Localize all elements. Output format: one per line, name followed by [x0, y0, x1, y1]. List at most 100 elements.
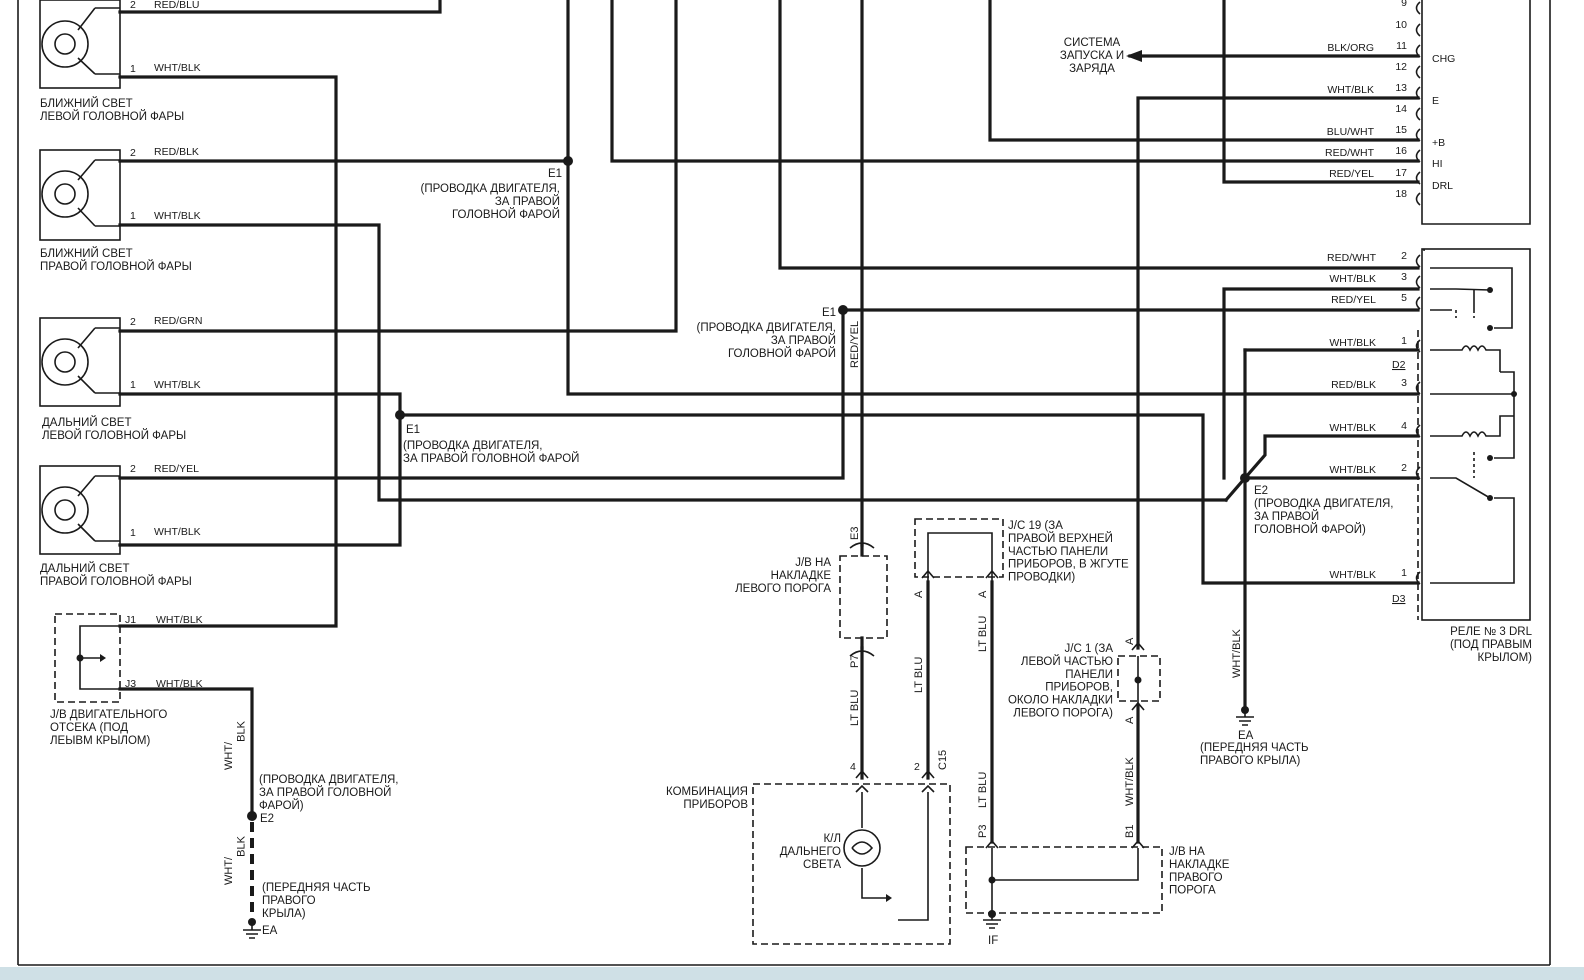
jc1-junction — [1117, 641, 1161, 711]
splice-e1-label: E1 — [406, 424, 420, 436]
splice-e2-label: E2 — [1254, 485, 1268, 497]
terminal-label: CHG — [1432, 53, 1455, 65]
wire-color-label: WHT/BLK — [1329, 337, 1376, 349]
pin-label: P7 — [849, 655, 861, 668]
wire-color-label: BLK/ORG — [1327, 42, 1374, 54]
drl-connector — [1421, 0, 1531, 225]
wire-color-label: RED/BLK — [1331, 379, 1376, 391]
pin-number: 17 — [1395, 167, 1407, 179]
pin-number: 11 — [1396, 40, 1407, 52]
pin-label: 2 — [130, 316, 136, 328]
pin-number: 15 — [1395, 124, 1407, 136]
pin-number: 1 — [1401, 567, 1407, 579]
wire-color-label: WHT/BLK — [154, 526, 201, 538]
pin-label: P3 — [977, 825, 989, 838]
pin-number: 2 — [1401, 250, 1407, 262]
pin-socket — [1415, 65, 1421, 79]
wire-color-label: LT BLU — [849, 690, 861, 726]
pin-socket — [1415, 192, 1421, 206]
pin-number: 3 — [1401, 271, 1407, 283]
wire-color-label: RED/WHT — [1327, 252, 1377, 264]
pin-label: 1 — [130, 527, 136, 539]
headlamp-low-left — [39, 0, 121, 89]
ground-ea-icon — [243, 918, 261, 939]
pin-socket — [1415, 171, 1421, 185]
pin-label: 2 — [130, 0, 136, 11]
wire-color-label: RED/YEL — [154, 463, 199, 475]
pin-socket — [1415, 254, 1421, 268]
pin-number: 2 — [1401, 462, 1407, 474]
relay-d2-label: D2 — [1392, 359, 1406, 371]
wire-color-label: RED/WHT — [1325, 147, 1375, 159]
wire-color-label: WHT/BLK — [154, 62, 201, 74]
pin-number: 4 — [1401, 420, 1407, 432]
pin-socket — [1415, 381, 1421, 395]
pin-socket — [1415, 149, 1421, 163]
pin-socket — [1415, 1, 1421, 15]
wire-color-label: WHT/BLK — [1329, 422, 1376, 434]
pin-number: 18 — [1395, 188, 1407, 200]
wire-color-label: WHT/BLK — [154, 379, 201, 391]
pin-label: 2 — [914, 761, 920, 773]
splice-e1-dot — [395, 410, 405, 420]
splice-e1-label: E1 — [548, 168, 562, 180]
pin-number: 5 — [1401, 292, 1407, 304]
wire-color-label: RED/GRN — [154, 315, 202, 327]
wire-color-label: WHT/BLK — [1231, 628, 1243, 678]
pin-number: 13 — [1395, 82, 1407, 94]
pin-label: E3 — [849, 527, 861, 540]
wire-color-label: WHT/BLK — [223, 720, 247, 770]
wire-color-label: LT BLU — [977, 616, 989, 652]
pin-socket — [1415, 107, 1421, 121]
pin-number: 14 — [1395, 103, 1407, 115]
headlamp-high-right — [39, 465, 121, 555]
splice-e2-dot — [1240, 473, 1250, 483]
wire-color-label: WHT/BLK — [223, 835, 247, 885]
jb-right-sill — [965, 839, 1163, 929]
pin-label: A — [913, 590, 925, 598]
pin-label: 2 — [130, 463, 136, 475]
relay-d3-label: D3 — [1392, 593, 1406, 605]
pin-label: 1 — [130, 379, 136, 391]
pin-label: A — [1124, 716, 1136, 724]
wire-color-label: WHT/BLK — [1329, 569, 1376, 581]
arrow-icon — [1126, 50, 1142, 62]
splice-e2-dot — [247, 811, 257, 821]
splice-e1-dot — [838, 305, 848, 315]
pin-number: 9 — [1401, 0, 1407, 9]
wire-color-label: RED/YEL — [1331, 294, 1376, 306]
wire-color-label: RED/BLK — [154, 146, 199, 158]
splice-e1-label: E1 — [822, 307, 836, 319]
terminal-label: HI — [1432, 158, 1443, 170]
pin-label: 4 — [850, 761, 856, 773]
wire-color-label: WHT/BLK — [156, 678, 203, 690]
wire-color-label: LT BLU — [913, 657, 925, 693]
pin-socket — [1415, 424, 1421, 438]
pin-label: A — [977, 590, 989, 598]
wire-color-label: BLU/WHT — [1327, 126, 1375, 138]
pin-label: 1 — [130, 210, 136, 222]
pin-number: 3 — [1401, 377, 1407, 389]
headlamp-high-left — [39, 317, 121, 407]
wire-color-label: WHT/BLK — [154, 210, 201, 222]
pin-socket — [1415, 275, 1421, 289]
pin-label: C15 — [937, 750, 949, 770]
